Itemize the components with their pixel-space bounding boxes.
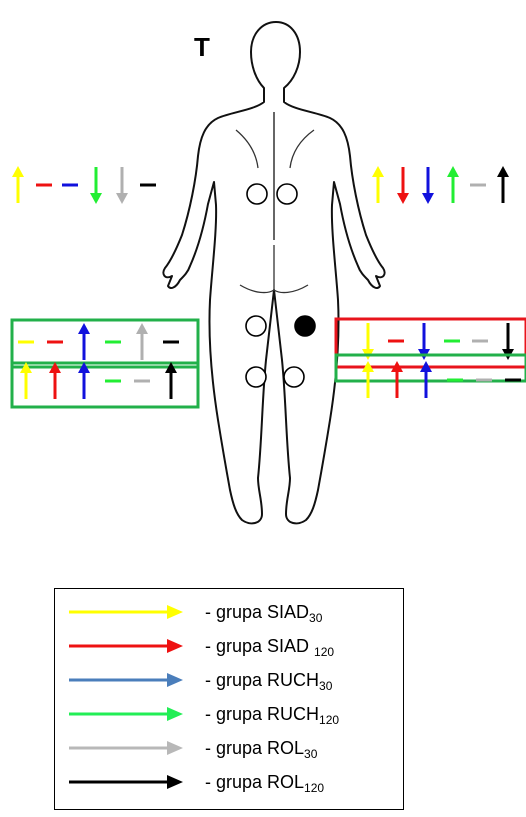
up-arrow-ROL30 (136, 323, 148, 360)
scapula-right (290, 130, 314, 168)
legend-arrow-SIAD120 (67, 635, 187, 657)
legend-label: - grupa ROL30 (205, 738, 317, 761)
up-arrow-SIAD30 (372, 166, 384, 203)
legend-row: - grupa ROL30 (55, 731, 403, 765)
legend-row: - grupa SIAD30 (55, 595, 403, 629)
legend-row: - grupa RUCH30 (55, 663, 403, 697)
legend-label: - grupa RUCH30 (205, 670, 332, 693)
body-diagram (0, 0, 526, 560)
legend-label: - grupa SIAD 120 (205, 636, 334, 659)
up-arrow-RUCH120 (447, 166, 459, 203)
up-arrow-ROL120 (497, 166, 509, 203)
indicator-row-upper-left (12, 166, 156, 204)
marker-lower-back-left (247, 184, 267, 204)
down-arrow-RUCH120 (90, 167, 102, 204)
up-arrow-SIAD30 (12, 166, 24, 203)
legend: - grupa SIAD30 - grupa SIAD 120 - grupa … (54, 588, 404, 810)
legend-arrow-ROL120 (67, 771, 187, 793)
legend-arrow-RUCH30 (67, 669, 187, 691)
down-arrow-SIAD120 (397, 167, 409, 204)
marker-thigh-right (295, 316, 315, 336)
red-highlight-box (336, 319, 526, 367)
figure-title: T (194, 34, 210, 60)
down-arrow-ROL30 (116, 167, 128, 204)
legend-row: - grupa SIAD 120 (55, 629, 403, 663)
legend-label: - grupa SIAD30 (205, 602, 322, 625)
indicator-row-upper-right (372, 166, 509, 204)
legend-row: - grupa RUCH120 (55, 697, 403, 731)
marker-knee-right (284, 367, 304, 387)
down-arrow-RUCH30 (422, 167, 434, 204)
marker-knee-left (246, 367, 266, 387)
indicator-row-mid-right (336, 319, 526, 367)
gluteal-line (240, 245, 308, 293)
indicator-row-lower-right (336, 355, 526, 398)
indicator-row-lower-left (12, 362, 198, 407)
indicator-row-mid-left (12, 320, 198, 367)
legend-row: - grupa ROL120 (55, 765, 403, 799)
legend-arrow-ROL30 (67, 737, 187, 759)
marker-thigh-left (246, 316, 266, 336)
marker-lower-back-right (277, 184, 297, 204)
scapula-left (236, 130, 258, 168)
legend-arrow-RUCH120 (67, 703, 187, 725)
up-arrow-RUCH30 (78, 323, 90, 360)
legend-arrow-SIAD30 (67, 601, 187, 623)
legend-label: - grupa RUCH120 (205, 704, 339, 727)
legend-label: - grupa ROL120 (205, 772, 324, 795)
